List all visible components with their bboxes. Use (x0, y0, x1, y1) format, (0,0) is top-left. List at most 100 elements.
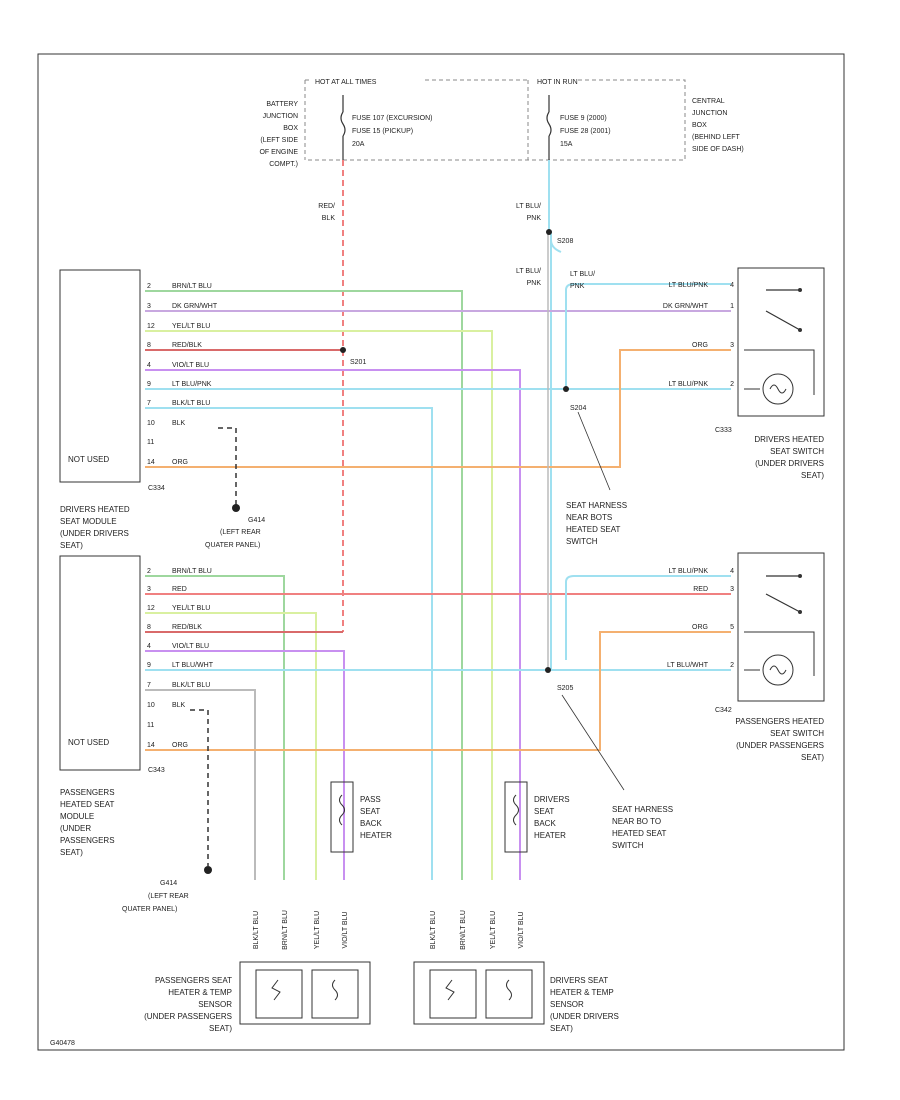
splice-s205-label: S205 (557, 685, 573, 692)
junction-box-dashed-outline (305, 79, 686, 161)
svg-text:SEAT): SEAT) (209, 1024, 232, 1033)
svg-text:SENSOR: SENSOR (550, 1000, 584, 1009)
passenger-switch-pin-number: 5 (730, 624, 734, 631)
harness-note-upper: SEAT HARNESS NEAR BOTS HEATED SEAT SWITC… (566, 411, 627, 546)
svg-text:DRIVERS HEATED: DRIVERS HEATED (754, 435, 824, 444)
svg-text:LT BLU/: LT BLU/ (516, 203, 541, 210)
svg-text:MODULE: MODULE (60, 812, 94, 821)
svg-text:FUSE 107 (EXCURSION): FUSE 107 (EXCURSION) (352, 115, 433, 122)
svg-text:SEAT SWITCH: SEAT SWITCH (770, 729, 824, 738)
svg-text:20A: 20A (352, 141, 365, 148)
driver-module-wire-label: DK GRN/WHT (172, 303, 218, 310)
driver-module-pin-number: 11 (147, 439, 154, 446)
svg-text:DRIVERS HEATED: DRIVERS HEATED (60, 505, 130, 514)
svg-text:SWITCH: SWITCH (566, 537, 598, 546)
driver-module-wire-label: YEL/LT BLU (172, 323, 210, 330)
central-junction-box-label: CENTRAL JUNCTION BOX (BEHIND LEFT SIDE O… (692, 98, 744, 153)
svg-text:SENSOR: SENSOR (198, 1000, 232, 1009)
driver-switch-pin-number: 3 (730, 342, 734, 349)
passenger-module-pin-number: 3 (147, 586, 151, 593)
passenger-switch-wire-label: ORG (692, 624, 708, 631)
passenger-switch-pin-number: 2 (730, 662, 734, 669)
svg-text:SEAT: SEAT (534, 807, 554, 816)
svg-text:HEATED SEAT: HEATED SEAT (60, 800, 114, 809)
driver-module-pin-number: 2 (147, 283, 151, 290)
passenger-module-caption: PASSENGERS HEATED SEAT MODULE (UNDER PAS… (60, 788, 115, 857)
harness-note-lower: SEAT HARNESS NEAR BO TO HEATED SEAT SWIT… (561, 694, 673, 850)
svg-text:BACK: BACK (534, 819, 556, 828)
bottom-vertical-wire-label: VIO/LT BLU (518, 911, 525, 948)
drivers-seat-heater-temp-sensor: DRIVERS SEAT HEATER & TEMP SENSOR (UNDER… (413, 961, 619, 1033)
svg-text:OF ENGINE: OF ENGINE (259, 149, 298, 156)
passenger-module-wire-label: RED (172, 586, 187, 593)
driver-module-wire-label: BRN/LT BLU (172, 283, 212, 290)
driver-switch-wire-label: LT BLU/PNK (669, 381, 709, 388)
svg-text:HEATED SEAT: HEATED SEAT (612, 829, 666, 838)
passenger-module-pin-number: 2 (147, 568, 151, 575)
svg-text:(UNDER DRIVERS: (UNDER DRIVERS (755, 459, 824, 468)
svg-text:BATTERY: BATTERY (266, 101, 298, 108)
hot-in-run-label: HOT IN RUN (537, 79, 578, 86)
passenger-module-pin-number: 11 (147, 722, 154, 729)
svg-text:SEAT HARNESS: SEAT HARNESS (566, 501, 627, 510)
svg-text:PNK: PNK (527, 215, 542, 222)
svg-text:PASSENGERS: PASSENGERS (60, 836, 115, 845)
splice-s201-label: S201 (350, 359, 366, 366)
svg-text:PNK: PNK (570, 283, 585, 290)
driver-module-wire-label: BLK/LT BLU (172, 400, 210, 407)
passenger-module-wire-label: LT BLU/WHT (172, 662, 214, 669)
svg-text:(LEFT SIDE: (LEFT SIDE (260, 137, 298, 144)
driver-switch-wire-label: ORG (692, 342, 708, 349)
svg-text:HEATER & TEMP: HEATER & TEMP (168, 988, 232, 997)
svg-text:QUATER PANEL): QUATER PANEL) (122, 906, 177, 913)
wire-vio-lt-blu-pass (145, 650, 345, 880)
driver-module-pin-number: 9 (147, 381, 151, 388)
svg-text:(LEFT REAR: (LEFT REAR (220, 529, 261, 536)
ground-g414-lower: G414 (LEFT REAR QUATER PANEL) (122, 709, 212, 913)
svg-text:CENTRAL: CENTRAL (692, 98, 725, 105)
passenger-module-pin-number: 8 (147, 624, 151, 631)
splice-s204-dot (563, 386, 569, 392)
passenger-module-pin-number: 4 (147, 643, 151, 650)
bottom-vertical-wire-label: YEL/LT BLU (490, 911, 497, 949)
bottom-vertical-wire-label: BLK/LT BLU (430, 911, 437, 949)
svg-text:FUSE 15 (PICKUP): FUSE 15 (PICKUP) (352, 128, 413, 135)
driver-switch-caption: DRIVERS HEATED SEAT SWITCH (UNDER DRIVER… (754, 435, 824, 480)
svg-text:(UNDER PASSENGERS: (UNDER PASSENGERS (736, 741, 824, 750)
fuse-right-label: FUSE 9 (2000) FUSE 28 (2001) 15A (560, 115, 611, 148)
svg-text:RED/: RED/ (318, 203, 335, 210)
driver-module-pin-number: 10 (147, 420, 155, 427)
hot-at-all-times-label: HOT AT ALL TIMES (315, 79, 377, 86)
passenger-switch-wire-label: LT BLU/PNK (669, 568, 709, 575)
wire-lt-blu-pnk-feed (548, 160, 552, 670)
svg-text:HEATER: HEATER (360, 831, 392, 840)
svg-text:HEATER: HEATER (534, 831, 566, 840)
svg-text:SEAT: SEAT (360, 807, 380, 816)
passenger-module-wire-label: BRN/LT BLU (172, 568, 212, 575)
passenger-module-pin-number: 14 (147, 742, 155, 749)
driver-module-wire-label: LT BLU/PNK (172, 381, 212, 388)
battery-junction-box-label: BATTERY JUNCTION BOX (LEFT SIDE OF ENGIN… (259, 101, 298, 168)
bottom-vertical-wire-label: VIO/LT BLU (342, 911, 349, 948)
passengers-seat-heater-temp-sensor: PASSENGERS SEAT HEATER & TEMP SENSOR (UN… (144, 961, 371, 1033)
svg-text:HEATED SEAT: HEATED SEAT (566, 525, 620, 534)
driver-module-pin-number: 12 (147, 323, 155, 330)
passenger-module-wire-label: BLK/LT BLU (172, 682, 210, 689)
driver-switch-pin-number: 1 (730, 303, 734, 310)
feed-wire-labels: RED/ BLK LT BLU/ PNK LT BLU/ PNK (318, 203, 541, 287)
driver-switch-pin-number: 4 (730, 282, 734, 289)
wire-blk-lt-blu-drv (145, 407, 433, 880)
svg-text:PASSENGERS: PASSENGERS (60, 788, 115, 797)
svg-text:SEAT MODULE: SEAT MODULE (60, 517, 117, 526)
passenger-module-wire-label: ORG (172, 742, 188, 749)
svg-text:DRIVERS SEAT: DRIVERS SEAT (550, 976, 608, 985)
passenger-module-wire-label: BLK (172, 702, 186, 709)
wires (145, 160, 731, 880)
